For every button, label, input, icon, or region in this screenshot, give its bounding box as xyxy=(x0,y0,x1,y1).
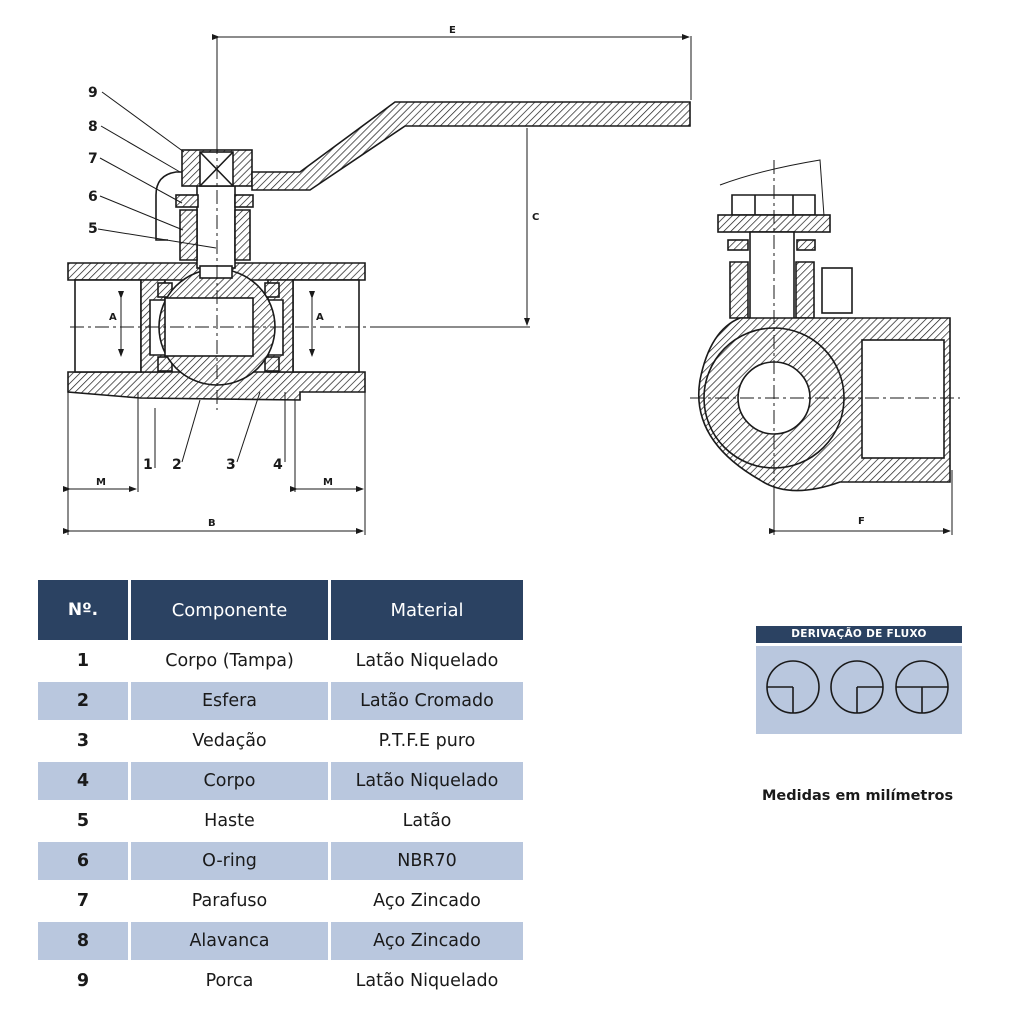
row-number: 8 xyxy=(38,922,128,960)
header-component: Componente xyxy=(131,580,328,640)
callout-2: 2 xyxy=(172,457,182,473)
row-number: 9 xyxy=(76,971,90,991)
table-row: 3 Vedação P.T.F.E puro xyxy=(38,722,524,760)
row-material: Latão Niquelado xyxy=(331,762,523,800)
flow-derivation-title: DERIVAÇÃO DE FLUXO xyxy=(756,626,962,643)
dimension-labels: E C A A M M B F xyxy=(96,25,865,529)
row-component: Parafuso xyxy=(191,891,268,911)
row-component: Esfera xyxy=(131,682,328,720)
table-row: 9 Porca Latão Niquelado xyxy=(38,962,524,1000)
callout-9: 9 xyxy=(88,85,98,101)
row-component: Corpo xyxy=(131,762,328,800)
label-M-left: M xyxy=(96,477,106,488)
row-number: 4 xyxy=(38,762,128,800)
lever xyxy=(251,101,691,191)
dimensions xyxy=(63,34,953,535)
table-row: 7 Parafuso Aço Zincado xyxy=(38,882,524,920)
flow-tee-icon xyxy=(895,660,949,714)
bore-right xyxy=(292,279,360,373)
row-material: Aço Zincado xyxy=(373,891,481,911)
row-material: Latão Niquelado xyxy=(355,651,499,671)
label-A-right: A xyxy=(316,312,324,323)
seat-right xyxy=(264,282,280,298)
table-header: Nº. Componente Material xyxy=(38,580,524,640)
table-row: 8 Alavanca Aço Zincado xyxy=(38,922,524,960)
row-number: 1 xyxy=(76,651,90,671)
table-row: 2 Esfera Latão Cromado xyxy=(38,682,524,720)
stop-tab xyxy=(155,171,182,241)
flow-left-down-icon xyxy=(766,660,820,714)
stem-foot xyxy=(199,265,233,279)
row-number: 2 xyxy=(38,682,128,720)
row-material: NBR70 xyxy=(331,842,523,880)
callout-1: 1 xyxy=(143,457,153,473)
row-component: Corpo (Tampa) xyxy=(165,651,294,671)
row-material: Aço Zincado xyxy=(331,922,523,960)
row-number: 3 xyxy=(76,731,90,751)
side-section-view xyxy=(690,159,960,500)
stem xyxy=(196,179,236,269)
row-component: Porca xyxy=(205,971,254,991)
front-section-view xyxy=(67,101,691,410)
valve-drawing: E C A A M M B F 9 8 7 6 5 1 2 3 4 xyxy=(63,25,960,535)
callout-3: 3 xyxy=(226,457,236,473)
label-B: B xyxy=(208,518,216,529)
table-row: 4 Corpo Latão Niquelado xyxy=(38,762,524,800)
side-stem xyxy=(749,231,795,328)
table-row: 5 Haste Latão xyxy=(38,802,524,840)
label-A-left: A xyxy=(109,312,117,323)
flow-derivation-panel: DERIVAÇÃO DE FLUXO xyxy=(756,626,962,734)
row-component: Vedação xyxy=(192,731,267,751)
table-row: 6 O-ring NBR70 xyxy=(38,842,524,880)
row-component: O-ring xyxy=(131,842,328,880)
callout-labels: 9 8 7 6 5 1 2 3 4 xyxy=(88,85,283,473)
bore-left xyxy=(74,279,142,373)
callout-6: 6 xyxy=(88,189,98,205)
callout-8: 8 xyxy=(88,119,98,135)
row-component: Alavanca xyxy=(131,922,328,960)
header-number: Nº. xyxy=(38,580,128,640)
label-E: E xyxy=(449,25,456,36)
row-number: 6 xyxy=(38,842,128,880)
row-component: Haste xyxy=(204,811,255,831)
seat-right-bottom xyxy=(264,356,280,372)
flow-right-down-icon xyxy=(830,660,884,714)
row-number: 5 xyxy=(76,811,90,831)
label-M-right: M xyxy=(323,477,333,488)
callout-7: 7 xyxy=(88,151,98,167)
row-number: 7 xyxy=(76,891,90,911)
side-port xyxy=(861,339,945,459)
components-table: Nº. Componente Material 1 Corpo (Tampa) … xyxy=(38,580,524,1000)
units-note: Medidas em milímetros xyxy=(762,788,954,804)
row-material: Latão Cromado xyxy=(331,682,523,720)
table-row: 1 Corpo (Tampa) Latão Niquelado xyxy=(38,642,524,680)
callout-5: 5 xyxy=(88,221,98,237)
row-material: P.T.F.E puro xyxy=(378,731,476,751)
callout-4: 4 xyxy=(273,457,283,473)
row-material: Latão Niquelado xyxy=(355,971,499,991)
header-material: Material xyxy=(331,580,523,640)
label-C: C xyxy=(532,212,539,223)
row-material: Latão xyxy=(402,811,452,831)
flow-derivation-symbols xyxy=(756,646,962,734)
label-F: F xyxy=(858,516,865,527)
